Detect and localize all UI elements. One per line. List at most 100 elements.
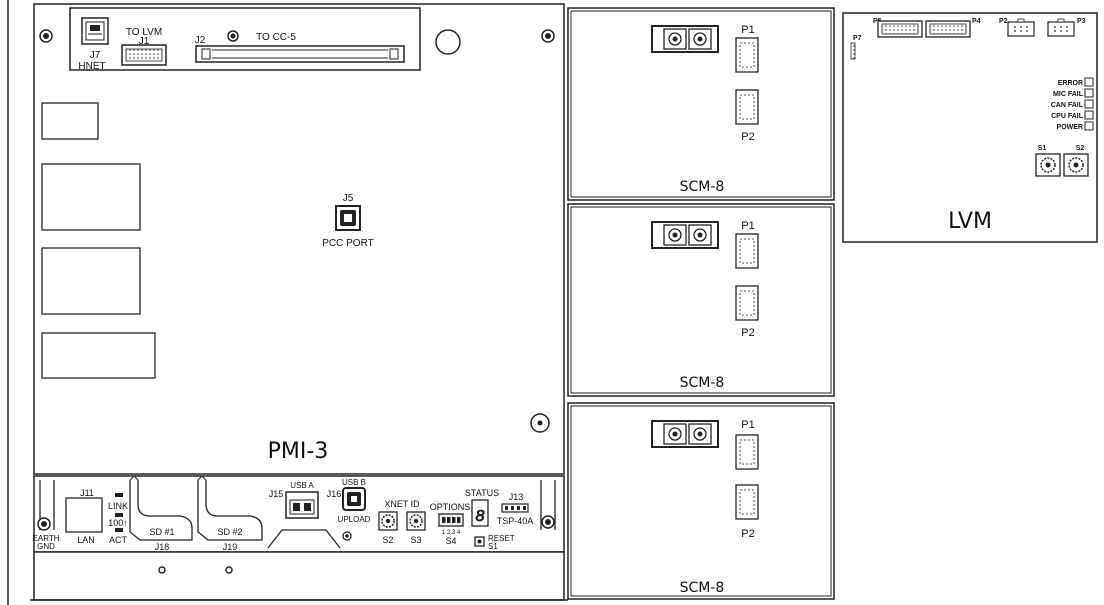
scm-p2-label: P2: [741, 528, 754, 540]
to-lvm-label: TO LVM: [126, 27, 162, 38]
act-led-icon: [115, 528, 123, 532]
j18-label: J18: [155, 542, 170, 552]
earth-screw-icon: [541, 515, 555, 529]
error-led-icon: [1084, 77, 1094, 87]
options-label: OPTIONS: [430, 502, 471, 512]
scm-p2-label: P2: [741, 327, 754, 339]
panel-bracket: [540, 480, 556, 530]
component-block: [41, 332, 156, 379]
power-led-label: POWER: [1057, 124, 1083, 131]
scm-p2-label: P2: [741, 131, 754, 143]
scm-title: SCM-8: [680, 580, 725, 596]
j2-label: J2: [195, 35, 206, 46]
hnet-label: HNET: [78, 61, 105, 72]
pcc-port-label: PCC PORT: [322, 238, 374, 249]
scm-rotary-pair: [651, 420, 719, 448]
lvm-p3-label: P3: [1077, 18, 1086, 25]
scm-p1-header: [735, 233, 759, 269]
pmi-3-board: J7 HNET TO LVM J1 J2 TO CC-5 J5: [33, 3, 565, 475]
status-display: [471, 499, 489, 527]
j1-connector: [121, 44, 167, 66]
j2-connector: [195, 45, 405, 63]
speed-label: 100↑: [108, 518, 128, 528]
lvm-s1-label: S1: [1038, 145, 1047, 152]
scm-p1-label: P1: [741, 24, 754, 36]
scm-title: SCM-8: [680, 179, 725, 195]
lvm-p4-label: P4: [972, 18, 981, 25]
usb-b-label: USB B: [342, 478, 366, 487]
scm-p1-label: P1: [741, 419, 754, 431]
lvm-s2-label: S2: [1076, 145, 1085, 152]
upload-label: UPLOAD: [338, 515, 371, 524]
lvm-p4-connector: [925, 20, 971, 38]
component-block: [41, 247, 141, 315]
pmi-title: PMI-3: [268, 439, 329, 464]
can-fail-led-label: CAN FAIL: [1051, 102, 1084, 109]
mounting-hole-icon: [435, 29, 461, 55]
link-label: LINK: [108, 501, 128, 511]
mounting-screw-icon: [541, 29, 555, 43]
scm-p2-header: [735, 285, 759, 321]
pcc-port-connector: [335, 205, 361, 231]
usb-a-label: USB A: [290, 481, 314, 490]
reset-label: RESET: [488, 534, 515, 543]
sd2-slot: [197, 475, 263, 541]
can-fail-led-icon: [1084, 99, 1094, 109]
to-cc5-label: TO CC-5: [256, 32, 296, 43]
act-label: ACT: [109, 535, 128, 545]
status-label: STATUS: [465, 488, 499, 498]
j7-hnet-connector: [81, 17, 109, 45]
j15-label: J15: [269, 489, 284, 499]
lvm-rotary-s2-icon: [1063, 153, 1089, 177]
lvm-p3-connector: [1047, 18, 1075, 37]
sd2-label: SD #2: [217, 527, 242, 537]
tsp40a-label: TSP-40A: [497, 516, 534, 526]
scm-p1-header: [735, 37, 759, 73]
j7-label: J7: [90, 50, 101, 61]
scm-title: SCM-8: [680, 375, 725, 391]
mounting-screw-icon: [227, 30, 239, 42]
sd1-slot: [129, 475, 193, 541]
panel-cutout: [267, 529, 341, 549]
standoff-icon: [530, 413, 550, 433]
gnd-label: GND: [37, 542, 55, 551]
lvm-p7-label: P7: [853, 35, 862, 42]
scm-rotary-pair: [651, 221, 719, 249]
scm-rotary-pair: [651, 25, 719, 53]
usb-b-port: [342, 487, 366, 511]
earth-label: EARTH: [33, 534, 60, 543]
j16-label: J16: [327, 489, 342, 499]
status-digit: 8: [476, 508, 485, 525]
cpu-fail-led-label: CPU FAIL: [1051, 113, 1084, 120]
options-switch-numbers: 1 2 3 4: [442, 530, 461, 536]
scm-8-module: P1 P2 SCM-8: [567, 7, 835, 201]
pmi-io-panel: EARTH GND J11 LAN LINK 100↑ ACT SD #1 J1…: [30, 475, 568, 601]
scm-p1-label: P1: [741, 220, 754, 232]
speed-led-icon: [115, 513, 123, 517]
scm-8-module: P1 P2 SCM-8: [567, 402, 835, 600]
panel-screw-icon: [342, 531, 352, 541]
scm-inner-outline: [570, 405, 832, 597]
tsp40a-connector: [501, 503, 529, 513]
usb-a-port: [285, 491, 319, 519]
mounting-screw-icon: [39, 29, 53, 43]
options-dip-switch: [438, 513, 464, 527]
xnet-rotary-s3-icon: [406, 511, 426, 531]
lan-label: LAN: [77, 535, 95, 545]
component-block: [41, 163, 141, 231]
error-led-label: ERROR: [1058, 80, 1083, 87]
lvm-board: P5 P4 P2 P3 P7 ERROR: [842, 12, 1098, 243]
lvm-p2-label: P2: [999, 18, 1008, 25]
scm-p2-header: [735, 484, 759, 520]
cpu-fail-led-icon: [1084, 110, 1094, 120]
power-led-icon: [1084, 121, 1094, 131]
lvm-rotary-s1-icon: [1035, 153, 1061, 177]
xnet-rotary-s2-icon: [378, 511, 398, 531]
lan-port: [65, 497, 103, 533]
lvm-led-panel: ERROR MIC FAIL CAN FAIL CPU FAIL POWER: [1051, 77, 1094, 131]
lvm-p2-connector: [1007, 18, 1035, 37]
mic-fail-led-icon: [1084, 88, 1094, 98]
earth-screw-icon: [37, 517, 51, 531]
j5-label: J5: [343, 193, 354, 204]
